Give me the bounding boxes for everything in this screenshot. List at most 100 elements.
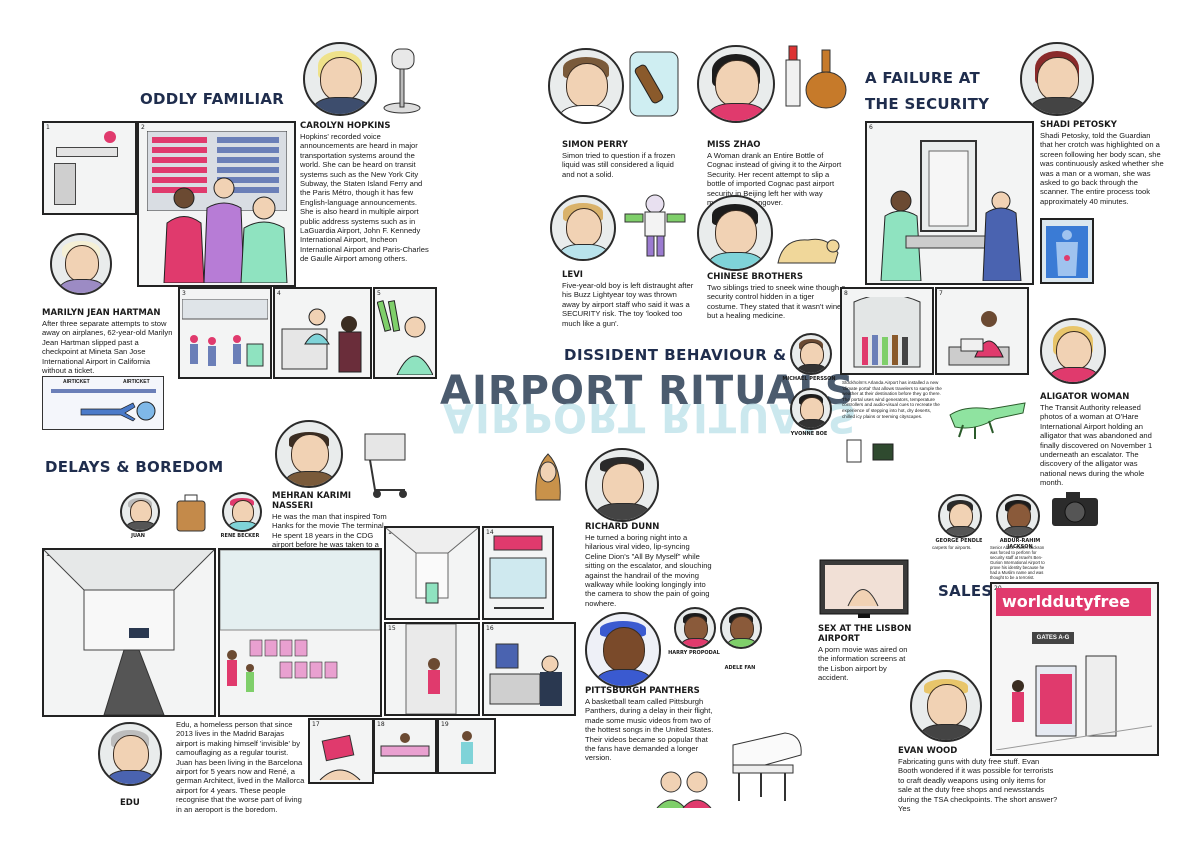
comic-panel: 19 (437, 718, 496, 774)
simon-caption: SIMON PERRY Simon tried to question if a… (562, 140, 688, 179)
section-oddly-familiar: ODDLY FAMILIAR (140, 90, 285, 108)
lisbon-caption: SEX AT THE LISBON AIRPORT A porn movie w… (818, 624, 918, 683)
tourist-illustration (461, 731, 473, 764)
aligator-woman-portrait (1040, 318, 1106, 384)
comic-panel: 18 (373, 718, 437, 774)
edu-caption: Edu, a homeless person that since 2013 l… (176, 720, 306, 814)
comic-panel: 16 (482, 622, 576, 716)
evan-wood-portrait (910, 670, 982, 742)
baggage-check-illustration (948, 311, 1010, 366)
queue-illustration (182, 299, 268, 367)
edu-name-label: EDU (120, 798, 140, 808)
fans-sketch (656, 771, 712, 808)
lisbon-text: A porn movie was aired on the informatio… (818, 645, 908, 683)
suitcase-icon (176, 494, 206, 532)
comic-panel: 4 (273, 287, 372, 379)
moving-walkway-illustration (44, 550, 214, 715)
pittsburgh-caption: PITTSBURGH PANTHERS A basketball team ca… (585, 686, 715, 763)
pittsburgh-text: A basketball team called Pittsburgh Pant… (585, 697, 714, 763)
adele-name: ADELE FAN (724, 665, 756, 671)
simon-portrait (548, 48, 624, 124)
richard-dunn-portrait (585, 448, 659, 522)
abdur-portrait (996, 494, 1040, 538)
marilyn-name: MARILYN JEAN HARTMAN (42, 308, 161, 318)
edu-portrait (98, 722, 162, 786)
hand-card-illustration (319, 734, 361, 781)
levi-portrait (550, 195, 616, 261)
airticket-label-2: AIRTICKET (123, 379, 150, 385)
comic-panel: 2 (137, 121, 296, 287)
levi-name: LEVI (562, 270, 583, 280)
checkpoint-illustration (281, 308, 362, 373)
stockholm-note: Stockholm's Arlanda Airport has installe… (842, 380, 942, 419)
shadi-portrait (1020, 42, 1094, 116)
george-portrait (938, 494, 982, 538)
aligator-name: ALIGATOR WOMAN (1040, 392, 1130, 402)
main-subtitle: DISSIDENT BEHAVIOUR & (564, 346, 787, 364)
comic-panel: 20 worlddutyfree GATES A-G (990, 582, 1159, 756)
richard-caption: RICHARD DUNN He turned a boring night in… (585, 522, 713, 608)
rene-name: RENE BECKER (220, 533, 260, 539)
comic-panel: 5 (373, 287, 437, 379)
waiting-area-illustration (220, 550, 380, 692)
carolyn-text: Hopkins' recorded voice announcements ar… (300, 132, 429, 264)
carolyn-name: CAROLYN HOPKINS (300, 121, 391, 131)
richard-name: RICHARD DUNN (585, 522, 660, 532)
comic-panel: 1 (42, 121, 137, 215)
lisbon-name: SEX AT THE LISBON AIRPORT (818, 624, 912, 644)
pittsburgh-name: PITTSBURGH PANTHERS (585, 686, 700, 696)
richard-text: He turned a boring night into a hilariou… (585, 533, 712, 608)
levi-caption: LEVI Five-year-old boy is left distraugh… (562, 270, 694, 328)
chinese-caption: CHINESE BROTHERS Two siblings tried to s… (707, 272, 847, 321)
comic-panel: 15 (384, 622, 480, 716)
marilyn-caption: MARILYN JEAN HARTMAN After three separat… (42, 308, 174, 375)
scan-silhouette-icon (1046, 226, 1088, 278)
section-sales: SALES (938, 582, 993, 600)
mehran-name: MEHRAN KARIMI NASSERI (272, 491, 352, 511)
gate-illustration (489, 535, 547, 609)
yvonne-boe-portrait (790, 388, 832, 430)
luggage-cart-icon (364, 433, 407, 498)
duty-free-shop-illustration (996, 655, 1152, 750)
comic-panel: 14 (482, 526, 554, 620)
body-scanner-illustration (880, 140, 1022, 281)
yvonne-name: YVONNE BOE (790, 431, 828, 437)
chinese-name: CHINESE BROTHERS (707, 272, 803, 282)
comic-panel: 13 (384, 526, 480, 620)
frozen-bottle-icon (629, 51, 679, 117)
carolyn-caption: CAROLYN HOPKINS Hopkins' recorded voice … (300, 121, 432, 264)
comic-panel: 11 (42, 548, 216, 717)
airplane-icon (51, 389, 156, 422)
marilyn-portrait (50, 233, 112, 295)
gates-sign: GATES A-G (1032, 632, 1074, 644)
mehran-portrait (275, 420, 343, 488)
adele-portrait (720, 607, 762, 649)
duty-free-sign: worlddutyfree (1002, 592, 1131, 611)
evan-name: EVAN WOOD (898, 746, 958, 756)
airticket-image: AIRTICKET AIRTICKET (42, 376, 164, 430)
shadi-text: Shadi Petosky, told the Guardian that he… (1040, 131, 1164, 206)
michael-persson-portrait (790, 333, 832, 375)
comic-panel: 7 (935, 287, 1029, 375)
michael-name: MICHAEL PERSSON (782, 376, 836, 382)
rene-portrait (222, 492, 262, 532)
alligator-icon (949, 402, 1026, 439)
climate-portal-illustration (853, 297, 921, 368)
shadi-name: SHADI PETOSKY (1040, 120, 1117, 130)
escalator-person-illustration (405, 624, 457, 714)
carolyn-portrait (303, 42, 377, 116)
george-note: carpets for airports. (932, 545, 972, 550)
comic-panel: 12 (218, 548, 382, 717)
comic-panel: 6 (865, 121, 1034, 285)
tiger-costume-icon (777, 238, 840, 264)
shadi-caption: SHADI PETOSKY Shadi Petosky, told the Gu… (1040, 120, 1165, 206)
scan-screen (1040, 218, 1094, 284)
buzz-lightyear-toy (624, 194, 686, 257)
levi-text: Five-year-old boy is left distraught aft… (562, 281, 694, 328)
corridor-illustration (386, 528, 478, 604)
bench-illustration (380, 733, 430, 757)
microphone-icon (383, 48, 421, 114)
section-delays: DELAYS & BOREDOM (45, 458, 224, 476)
edu-name: EDU (120, 798, 140, 809)
boarding-pass-illustration (377, 300, 433, 375)
